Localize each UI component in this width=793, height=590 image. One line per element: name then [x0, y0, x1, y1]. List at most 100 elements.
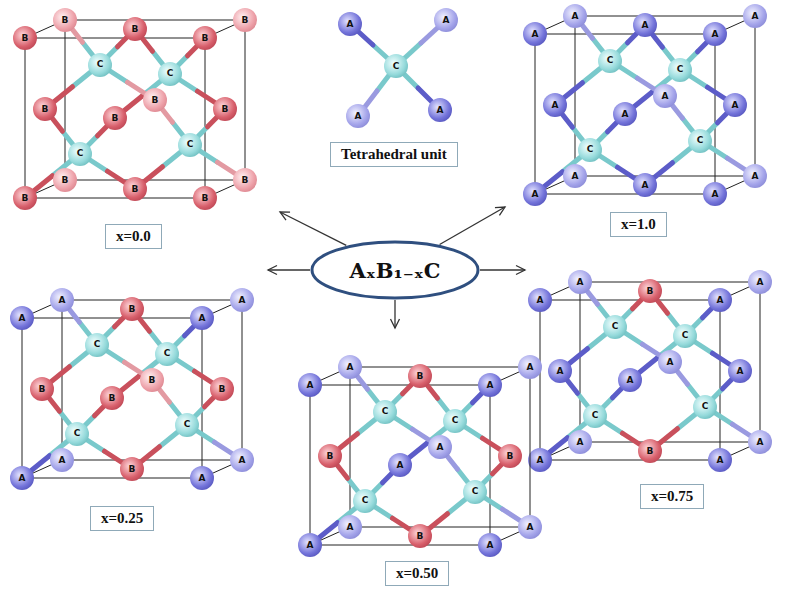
atom: B: [408, 364, 432, 388]
atom: A: [478, 373, 502, 397]
atom-label: C: [77, 149, 84, 158]
atom-label: B: [112, 114, 119, 123]
atom-label: C: [592, 411, 599, 420]
atom: A: [523, 182, 547, 206]
atom: C: [85, 333, 109, 357]
atom-label: A: [752, 172, 759, 181]
atom: B: [193, 26, 217, 50]
atom: A: [703, 182, 727, 206]
cell-edge: [540, 460, 720, 461]
atom: A: [190, 466, 214, 490]
atom-label: A: [752, 12, 759, 21]
atom: C: [598, 49, 622, 73]
cell-edge: [65, 20, 66, 180]
cell-edge: [575, 16, 755, 17]
atom-label: B: [39, 385, 46, 394]
caption-box: x=1.0: [610, 212, 667, 237]
atom: A: [528, 288, 552, 312]
cell-edge: [350, 367, 351, 527]
atom: B: [33, 97, 57, 121]
atom: A: [568, 430, 592, 454]
cell-edge: [62, 300, 63, 460]
cell-edge: [535, 34, 536, 194]
atom-label: A: [552, 101, 559, 110]
cell-edge: [25, 38, 26, 198]
cell-edge: [540, 300, 720, 301]
cell-edge: [535, 34, 715, 35]
atom-label: A: [642, 181, 649, 190]
atom: A: [518, 355, 542, 379]
atom-label: C: [393, 62, 400, 71]
cell-edge: [62, 300, 242, 301]
atom: B: [408, 524, 432, 548]
unit-cell: AAAAACCAAAACCAAAAA: [505, 0, 790, 207]
atom-label: C: [97, 60, 104, 69]
atom: C: [673, 324, 697, 348]
formula-text: AₓB₁₋ₓC: [350, 260, 441, 281]
cell-edge: [540, 300, 541, 460]
atom-label: A: [572, 172, 579, 181]
atom: A: [708, 288, 732, 312]
cell-edge: [580, 282, 581, 442]
atom: B: [13, 26, 37, 50]
atom-label: A: [59, 296, 66, 305]
atom-label: B: [22, 194, 29, 203]
connector-line: [268, 269, 310, 270]
atom-label: B: [129, 465, 136, 474]
atom: A: [618, 368, 642, 392]
atom: C: [463, 480, 487, 504]
atom: C: [373, 400, 397, 424]
atom-label: A: [19, 474, 26, 483]
atom: A: [388, 453, 412, 477]
atom-label: B: [132, 25, 139, 34]
atom: A: [298, 373, 322, 397]
atom: A: [346, 104, 370, 128]
atom: B: [498, 444, 522, 468]
atom-label: B: [149, 376, 156, 385]
atom: A: [703, 22, 727, 46]
atom-label: A: [437, 106, 444, 115]
cell-edge: [310, 385, 311, 545]
cell-edge: [490, 385, 491, 545]
atom: B: [638, 439, 662, 463]
unit-cell: AAAABCCBBBBCCAAAAB: [5, 270, 268, 485]
atom-label: A: [355, 112, 362, 121]
atom: C: [384, 54, 408, 78]
atom: A: [568, 270, 592, 294]
atom-label: B: [22, 34, 29, 43]
atom: A: [658, 350, 682, 374]
atom: B: [140, 368, 164, 392]
atom: C: [443, 409, 467, 433]
caption-text: x=0.75: [651, 488, 693, 505]
atom: A: [633, 13, 657, 37]
atom: A: [723, 93, 747, 117]
atom: B: [123, 177, 147, 201]
atom: A: [728, 359, 752, 383]
atom-label: B: [202, 194, 209, 203]
atom: C: [578, 138, 602, 162]
atom-label: B: [417, 372, 424, 381]
atom: C: [603, 315, 627, 339]
atom: A: [338, 12, 362, 36]
arrow-connector: [480, 266, 525, 275]
atom-label: C: [607, 56, 614, 65]
atom-label: A: [527, 523, 534, 532]
atom: B: [13, 186, 37, 210]
cell-edge: [720, 300, 721, 460]
atom: A: [633, 173, 657, 197]
atom-label: A: [239, 456, 246, 465]
atom: B: [30, 377, 54, 401]
caption-box: x=0.25: [90, 506, 154, 531]
caption-text: x=0.0: [116, 228, 151, 245]
atom: B: [53, 8, 77, 32]
connector-line: [280, 212, 346, 245]
atom: A: [563, 164, 587, 188]
cell-edge: [580, 442, 760, 443]
atom-label: A: [443, 16, 450, 25]
cell-edge: [755, 16, 756, 176]
cell-edge: [350, 527, 530, 528]
atom: C: [155, 342, 179, 366]
atom: B: [210, 377, 234, 401]
atom-label: A: [622, 110, 629, 119]
atom-label: A: [487, 381, 494, 390]
